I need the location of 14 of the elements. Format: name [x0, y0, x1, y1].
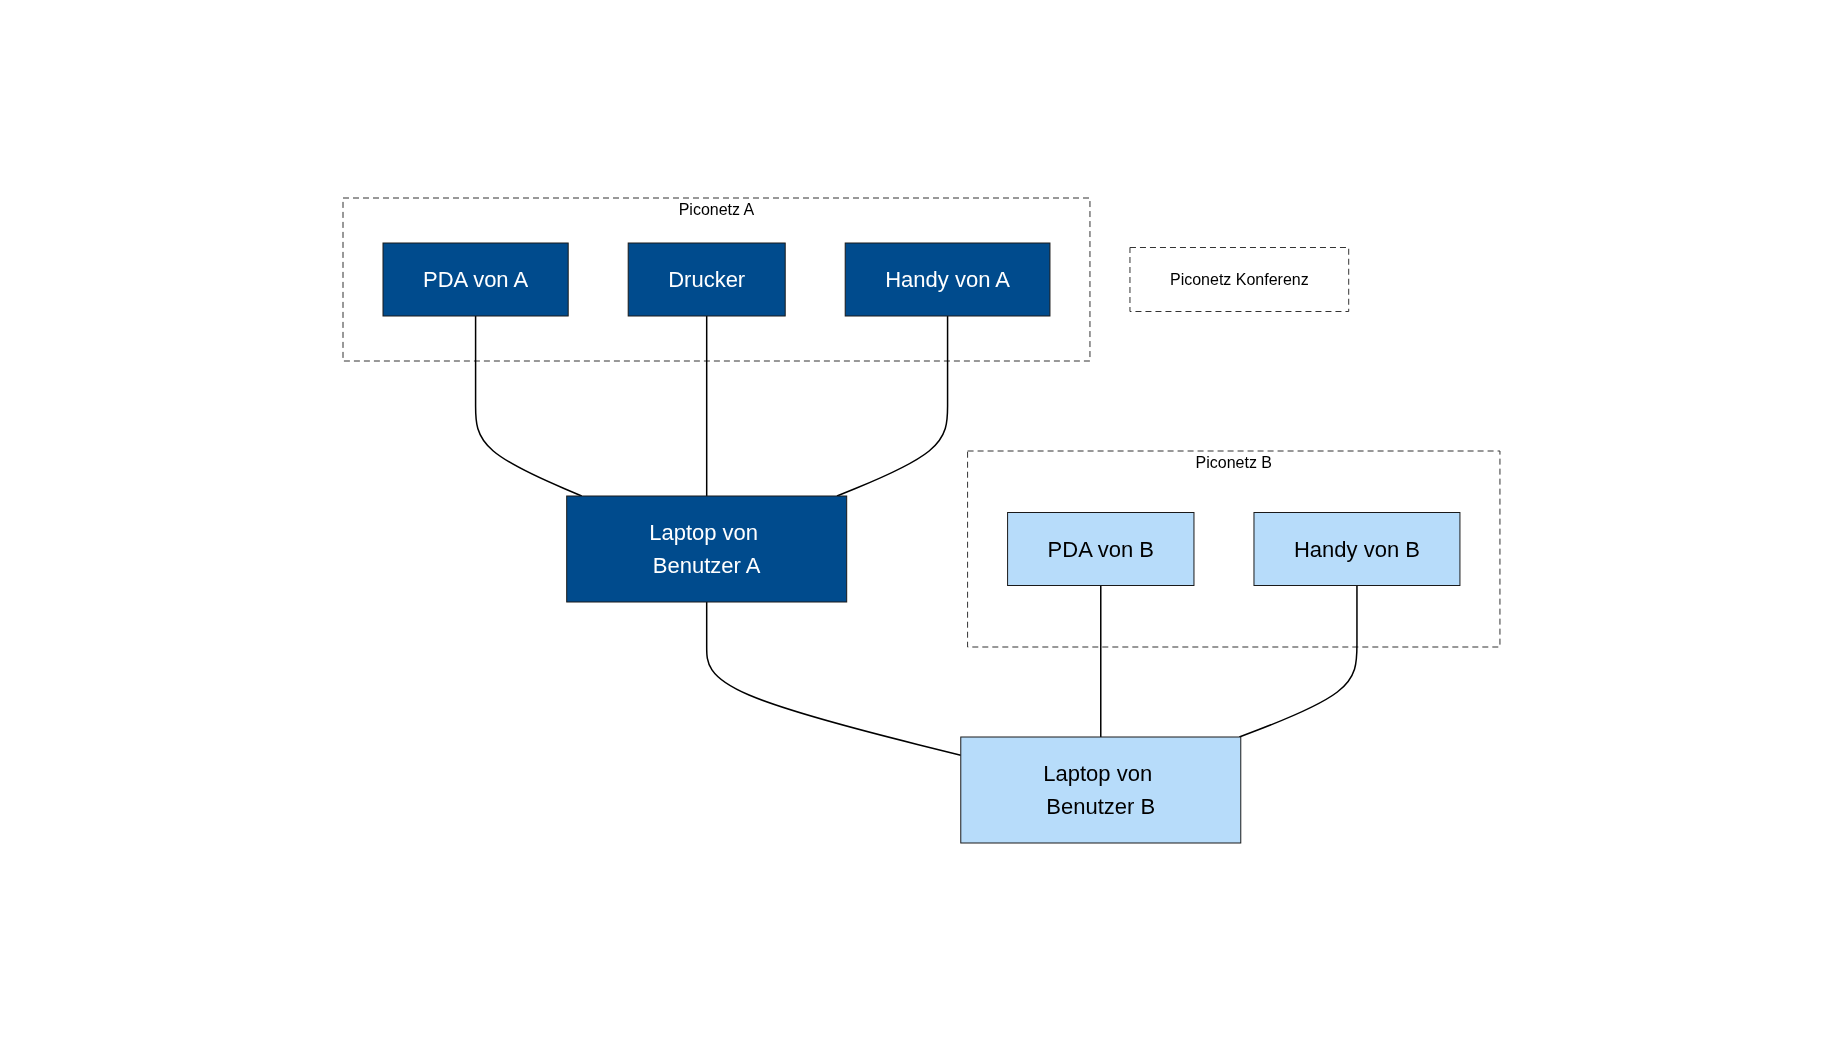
node-box: Handy von A	[844, 242, 1051, 317]
node-box: PDA von B	[1007, 512, 1195, 586]
connector	[836, 315, 949, 497]
node-box: PDA von A	[382, 242, 569, 317]
connector	[1100, 584, 1102, 738]
connector	[706, 601, 962, 756]
connector	[706, 315, 708, 497]
node-box: Drucker	[627, 242, 786, 317]
connector	[1238, 584, 1358, 738]
node-box: Piconetz Konferenz	[1129, 247, 1350, 312]
node-box: Handy von B	[1253, 512, 1461, 586]
node-box: Laptop von Benutzer B	[960, 736, 1242, 844]
connector	[474, 315, 583, 497]
node-box: Laptop von Benutzer A	[566, 495, 848, 603]
